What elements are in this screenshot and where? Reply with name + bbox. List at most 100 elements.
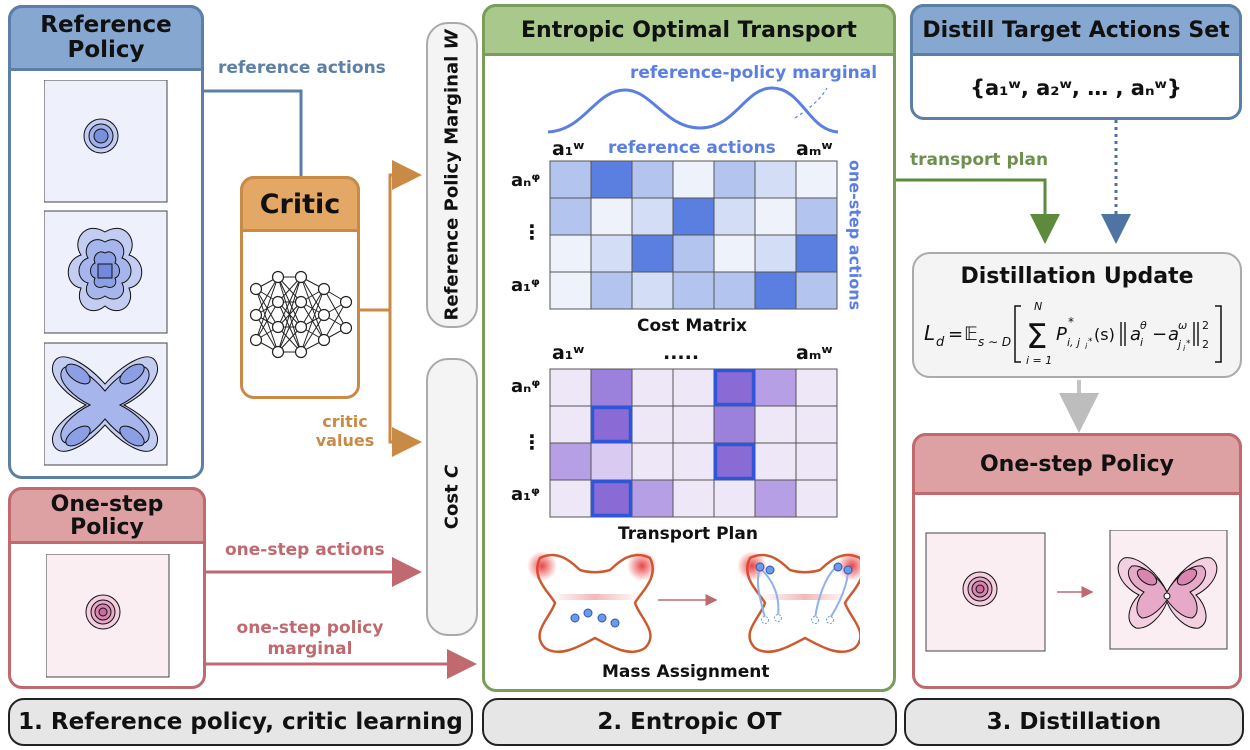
cost-matrix-caption: Cost Matrix bbox=[637, 316, 748, 336]
one-step-policy-left-title: One-step Policy bbox=[50, 491, 164, 540]
reference-policy-title: Reference Policy bbox=[40, 12, 172, 63]
distillation-update-title: Distillation Update bbox=[960, 264, 1194, 289]
matrix-cell-highlight bbox=[713, 368, 756, 407]
matrix-cell bbox=[713, 197, 756, 236]
matrix-cell bbox=[713, 368, 756, 407]
svg-text:*: * bbox=[1068, 315, 1074, 329]
reference-policy-header: Reference Policy bbox=[8, 5, 204, 71]
matrix-cell bbox=[590, 271, 633, 310]
matrix-cell bbox=[549, 271, 592, 310]
svg-text:a: a bbox=[1130, 324, 1141, 345]
plan-row-last: a₁ᵠ bbox=[511, 484, 540, 505]
distillation-loss-formula: L d = 𝔼 s ∼ D Σ N i = 1 P * i, j i * (s)… bbox=[924, 300, 1222, 367]
matrix-cell bbox=[754, 197, 797, 236]
section-2-label: 2. Entropic OT bbox=[482, 698, 897, 746]
distill-target-header: Distill Target Actions Set bbox=[910, 4, 1242, 56]
transport-plan-grid bbox=[549, 368, 838, 518]
svg-text:i, j: i, j bbox=[1067, 336, 1081, 349]
reference-marginal-curve bbox=[547, 86, 839, 134]
svg-text:𝔼: 𝔼 bbox=[964, 323, 978, 345]
svg-text:2: 2 bbox=[1202, 319, 1209, 332]
cost-col-last: aₘʷ bbox=[796, 138, 833, 160]
svg-text:L: L bbox=[924, 321, 935, 345]
matrix-cell bbox=[754, 442, 797, 481]
matrix-cell bbox=[713, 160, 756, 199]
matrix-cell bbox=[590, 368, 633, 407]
cost-box bbox=[426, 358, 478, 636]
matrix-cell bbox=[590, 197, 633, 236]
one-step-policy-right-title: One-step Policy bbox=[979, 451, 1175, 477]
reference-actions-axis-label: reference actions bbox=[608, 138, 776, 158]
matrix-cell bbox=[631, 271, 674, 310]
matrix-cell bbox=[549, 197, 592, 236]
matrix-cell bbox=[754, 160, 797, 199]
matrix-cell bbox=[631, 405, 674, 444]
entropic-ot-header: Entropic Optimal Transport bbox=[482, 4, 896, 56]
transport-plan-connector bbox=[896, 178, 1060, 244]
plan-col-dots: ..... bbox=[663, 342, 700, 364]
critic-header: Critic bbox=[240, 176, 360, 232]
matrix-cell bbox=[549, 479, 592, 518]
svg-text:i: i bbox=[1183, 344, 1186, 353]
distillation-update-box bbox=[912, 252, 1242, 378]
svg-text:=: = bbox=[948, 324, 963, 345]
matrix-cell bbox=[754, 479, 797, 518]
svg-text:d: d bbox=[936, 335, 945, 350]
svg-text:i: i bbox=[1085, 342, 1088, 351]
svg-text:(s): (s) bbox=[1094, 325, 1115, 344]
svg-text:P: P bbox=[1056, 324, 1067, 345]
cost-row-first: aₙᵠ bbox=[511, 170, 541, 191]
matrix-cell bbox=[631, 234, 674, 273]
matrix-cell bbox=[590, 479, 633, 518]
matrix-cell bbox=[631, 197, 674, 236]
matrix-cell bbox=[672, 234, 715, 273]
matrix-cell bbox=[672, 160, 715, 199]
matrix-cell bbox=[795, 405, 838, 444]
matrix-cell bbox=[672, 197, 715, 236]
mass-shape-after bbox=[737, 551, 860, 654]
matrix-cell bbox=[795, 234, 838, 273]
matrix-cell bbox=[631, 160, 674, 199]
matrix-cell bbox=[713, 479, 756, 518]
matrix-cell bbox=[590, 405, 633, 444]
matrix-cell bbox=[672, 271, 715, 310]
critic-values-label: critic values bbox=[315, 412, 375, 450]
entropic-ot-title: Entropic Optimal Transport bbox=[521, 17, 857, 43]
one-step-actions-label: one-step actions bbox=[225, 540, 385, 560]
one-step-marginal-label: one-step policy marginal bbox=[236, 618, 384, 659]
matrix-cell-highlight bbox=[590, 479, 633, 518]
critic-title: Critic bbox=[259, 188, 341, 220]
matrix-cell bbox=[549, 368, 592, 407]
matrix-cell bbox=[754, 368, 797, 407]
matrix-cell-highlight bbox=[590, 405, 633, 444]
matrix-cell bbox=[590, 442, 633, 481]
matrix-cell bbox=[672, 368, 715, 407]
matrix-cell bbox=[631, 442, 674, 481]
matrix-cell bbox=[795, 479, 838, 518]
svg-text:j: j bbox=[1176, 338, 1182, 351]
section-3-label: 3. Distillation bbox=[904, 698, 1244, 746]
svg-text:a: a bbox=[1168, 324, 1179, 345]
cost-row-last: a₁ᵠ bbox=[511, 275, 540, 296]
matrix-cell bbox=[631, 479, 674, 518]
cost-matrix-grid bbox=[549, 160, 838, 310]
svg-text:−: − bbox=[1152, 324, 1167, 345]
matrix-cell-highlight bbox=[713, 442, 756, 481]
matrix-cell bbox=[590, 160, 633, 199]
matrix-cell bbox=[754, 271, 797, 310]
one-step-policy-left-header: One-step Policy bbox=[8, 487, 206, 544]
reference-policy-marginal-label: Reference Policy Marginal W bbox=[441, 29, 463, 321]
svg-text:Σ: Σ bbox=[1026, 317, 1047, 357]
one-step-actions-axis-label: one-step actions bbox=[845, 159, 865, 311]
plan-row-dots: ⋮ bbox=[522, 430, 542, 454]
matrix-cell bbox=[713, 442, 756, 481]
mass-shape-before bbox=[527, 551, 657, 654]
critic-network-icon bbox=[249, 270, 353, 359]
svg-text:2: 2 bbox=[1202, 338, 1209, 351]
reference-policy-densities bbox=[44, 80, 168, 466]
matrix-cell bbox=[795, 160, 838, 199]
svg-text:N: N bbox=[1034, 300, 1042, 313]
matrix-cell bbox=[672, 442, 715, 481]
matrix-cell bbox=[754, 234, 797, 273]
